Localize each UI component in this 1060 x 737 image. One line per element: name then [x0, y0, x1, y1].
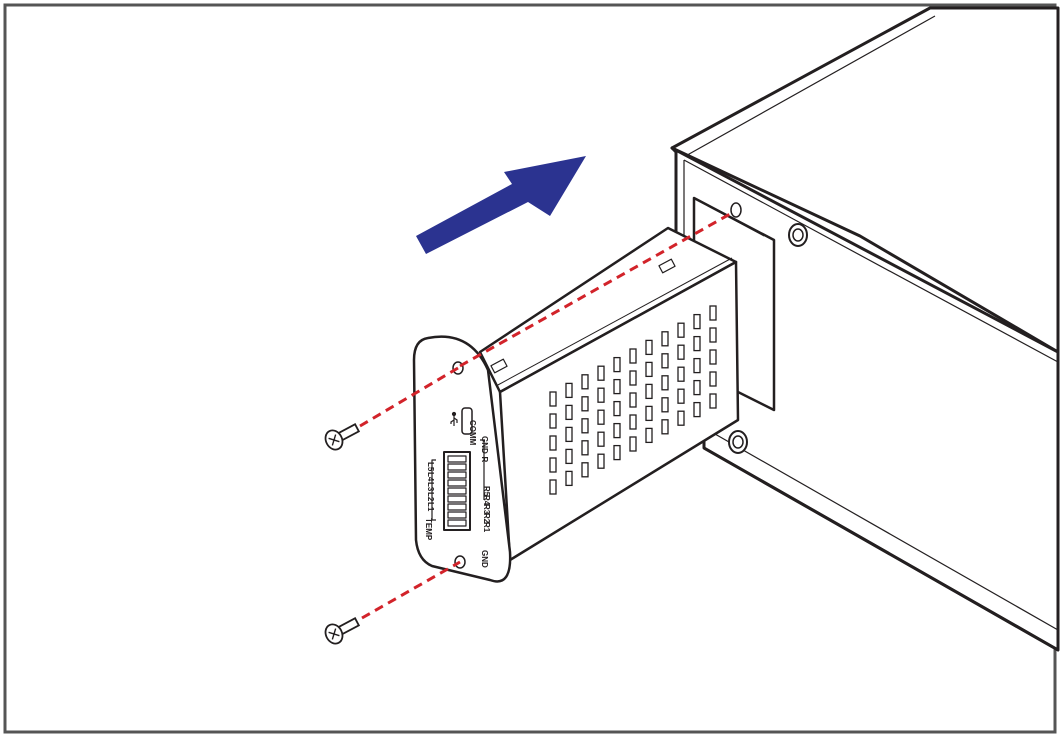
vent-slot — [565, 382, 573, 399]
label-temp: TEMP — [424, 518, 433, 541]
module-top-tab-rear — [658, 258, 676, 274]
left-pin-label: L2 — [426, 492, 435, 502]
vent-slot — [661, 419, 669, 435]
vent-slot — [597, 409, 605, 425]
vent-slot — [677, 366, 685, 382]
vent-slot — [581, 396, 589, 412]
right-pin-label: R4 — [482, 495, 491, 506]
vent-slot — [709, 393, 717, 409]
vent-slot — [677, 410, 685, 426]
vent-slot — [693, 379, 701, 396]
vent-slot — [565, 470, 573, 487]
vent-slot — [565, 404, 573, 421]
vent-slot — [645, 405, 653, 422]
vent-slot — [613, 444, 621, 461]
vent-slot — [581, 462, 589, 478]
alignment-guides — [359, 212, 731, 620]
vent-slot — [565, 426, 573, 443]
chassis-top-edge — [681, 15, 936, 159]
vent-slot — [661, 353, 669, 369]
label-comm: COMM — [468, 420, 477, 446]
vent-slot — [549, 391, 557, 407]
vent-slot — [581, 374, 589, 390]
guide-bottom-screw — [361, 560, 461, 620]
vent-slot — [645, 339, 653, 356]
module-vent-grid — [549, 305, 717, 495]
vent-slot — [709, 305, 717, 321]
vent-slot — [661, 331, 669, 347]
vent-slot — [645, 361, 653, 378]
vent-slot — [709, 371, 717, 387]
vent-slot — [597, 387, 605, 403]
vent-slot — [581, 440, 589, 456]
chassis-hole-top-inner — [792, 228, 804, 242]
left-pin-label: L3 — [426, 482, 435, 492]
terminal-pins — [447, 455, 467, 527]
vent-slot — [613, 400, 621, 417]
vent-slot — [613, 422, 621, 439]
front-panel — [412, 335, 512, 583]
vent-slot — [677, 322, 685, 338]
vent-slot — [597, 431, 605, 447]
vent-slot — [629, 414, 637, 430]
chassis-hole-bottom-inner — [732, 435, 744, 449]
left-pin-label: L5 — [426, 462, 435, 472]
vent-slot — [613, 378, 621, 395]
vent-slot — [581, 418, 589, 434]
chassis-slot-hole — [730, 202, 742, 218]
label-gnd-r: GND-R — [480, 436, 489, 462]
insertion-arrow-icon — [416, 156, 586, 254]
chassis-bottom-line — [707, 429, 1059, 631]
vent-slot — [613, 356, 621, 373]
guide-top-through — [459, 212, 731, 368]
chassis-top-face — [670, 6, 1060, 354]
vent-slot — [677, 388, 685, 404]
right-pin-label: R2 — [482, 513, 491, 524]
vent-slot — [629, 392, 637, 408]
right-pin-label: R5 — [482, 486, 491, 497]
vent-slot — [645, 427, 653, 444]
vent-slot — [693, 401, 701, 418]
vent-slot — [549, 435, 557, 451]
vent-slot — [709, 327, 717, 343]
left-pin-label: L4 — [426, 472, 435, 482]
vent-slot — [629, 436, 637, 452]
usb-icon — [450, 411, 458, 426]
vent-slot — [565, 448, 573, 465]
left-pin-label: L1 — [426, 502, 435, 512]
vent-slot — [645, 383, 653, 400]
chassis-rail-line — [683, 159, 1059, 363]
usb-port — [461, 407, 473, 435]
chassis-bottom-edge — [703, 446, 1059, 652]
temp-bracket — [431, 459, 436, 521]
vent-slot — [693, 357, 701, 374]
guide-top-screw — [359, 366, 459, 428]
vent-slot — [549, 413, 557, 429]
label-gnd: GND — [480, 550, 489, 568]
screw-icon — [324, 423, 361, 451]
vent-slot — [597, 453, 605, 469]
vent-slot — [709, 349, 717, 365]
right-pin-label: R1 — [482, 522, 491, 533]
vent-slot — [661, 397, 669, 413]
gnd-r-bracket — [480, 439, 485, 500]
right-pin-label: R3 — [482, 504, 491, 515]
vent-slot — [629, 348, 637, 364]
vent-slot — [661, 375, 669, 391]
module-edge-highlight — [495, 257, 733, 387]
vent-slot — [549, 457, 557, 473]
vent-slot — [597, 365, 605, 381]
vent-slot — [693, 335, 701, 352]
vent-slot — [629, 370, 637, 386]
module-top-tab-front — [490, 358, 508, 374]
vent-slot — [693, 313, 701, 330]
vent-slot — [549, 479, 557, 495]
chassis-slot-inner — [707, 205, 765, 237]
screw-icon — [324, 617, 361, 645]
vent-slot — [677, 344, 685, 360]
